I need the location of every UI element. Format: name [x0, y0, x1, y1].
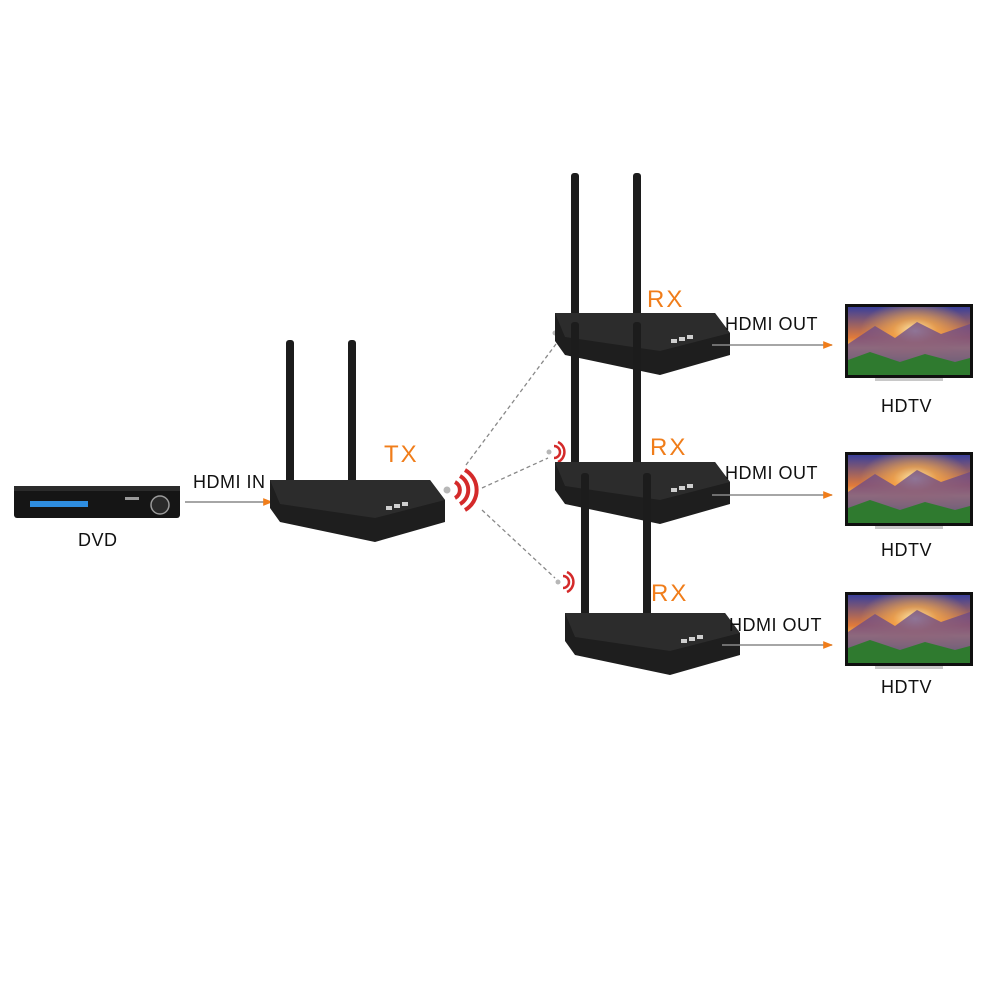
- rx-3-label: RX: [651, 580, 689, 607]
- rx-1-label: RX: [647, 286, 685, 313]
- rx-3-signal-icon: [554, 570, 575, 594]
- tv-1-icon: [845, 304, 973, 381]
- tx-antenna-box-icon: [270, 340, 445, 542]
- tv-3-label: HDTV: [881, 677, 932, 697]
- rx-2-signal-icon: [545, 440, 566, 464]
- tv-1-label: HDTV: [881, 396, 932, 416]
- tv-2-label: HDTV: [881, 540, 932, 560]
- tv-3-icon: [845, 592, 973, 669]
- rx-2-hdmi-out-label: HDMI OUT: [725, 463, 818, 483]
- dvd-label: DVD: [78, 530, 118, 550]
- wireless-links: [465, 343, 557, 579]
- tx-wireless-signal-icon: [443, 468, 479, 512]
- rx-1-hdmi-out-label: HDMI OUT: [725, 314, 818, 334]
- rx-3-hdmi-out-label: HDMI OUT: [729, 615, 822, 635]
- tx-label: TX: [384, 441, 419, 468]
- rx-2-label: RX: [650, 434, 688, 461]
- tv-2-icon: [845, 452, 973, 529]
- rx-1-antenna-box-icon: [555, 173, 730, 375]
- dvd-player-icon: [14, 486, 180, 518]
- hdmi-in-label: HDMI IN: [193, 472, 266, 492]
